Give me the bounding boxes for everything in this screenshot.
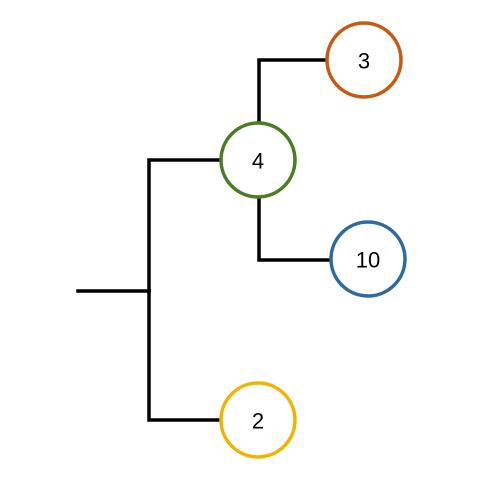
tree-node-3: 3 <box>325 21 403 99</box>
tree-edges <box>76 58 333 422</box>
tree-node-2: 2 <box>219 381 297 459</box>
node-label: 2 <box>252 409 264 434</box>
node-circle <box>329 220 407 298</box>
edge-root-n4 <box>147 158 224 293</box>
tree-node-4: 4 <box>219 121 297 199</box>
node-circle <box>219 121 297 199</box>
node-label: 10 <box>356 248 380 273</box>
node-label: 3 <box>358 49 370 74</box>
tree-node-10: 10 <box>329 220 407 298</box>
node-circle <box>219 381 297 459</box>
node-circle <box>325 21 403 99</box>
node-label: 4 <box>252 149 264 174</box>
edge-n4-n10 <box>257 196 333 262</box>
edge-n4-n3 <box>257 58 329 126</box>
edge-root-n2 <box>147 289 224 422</box>
